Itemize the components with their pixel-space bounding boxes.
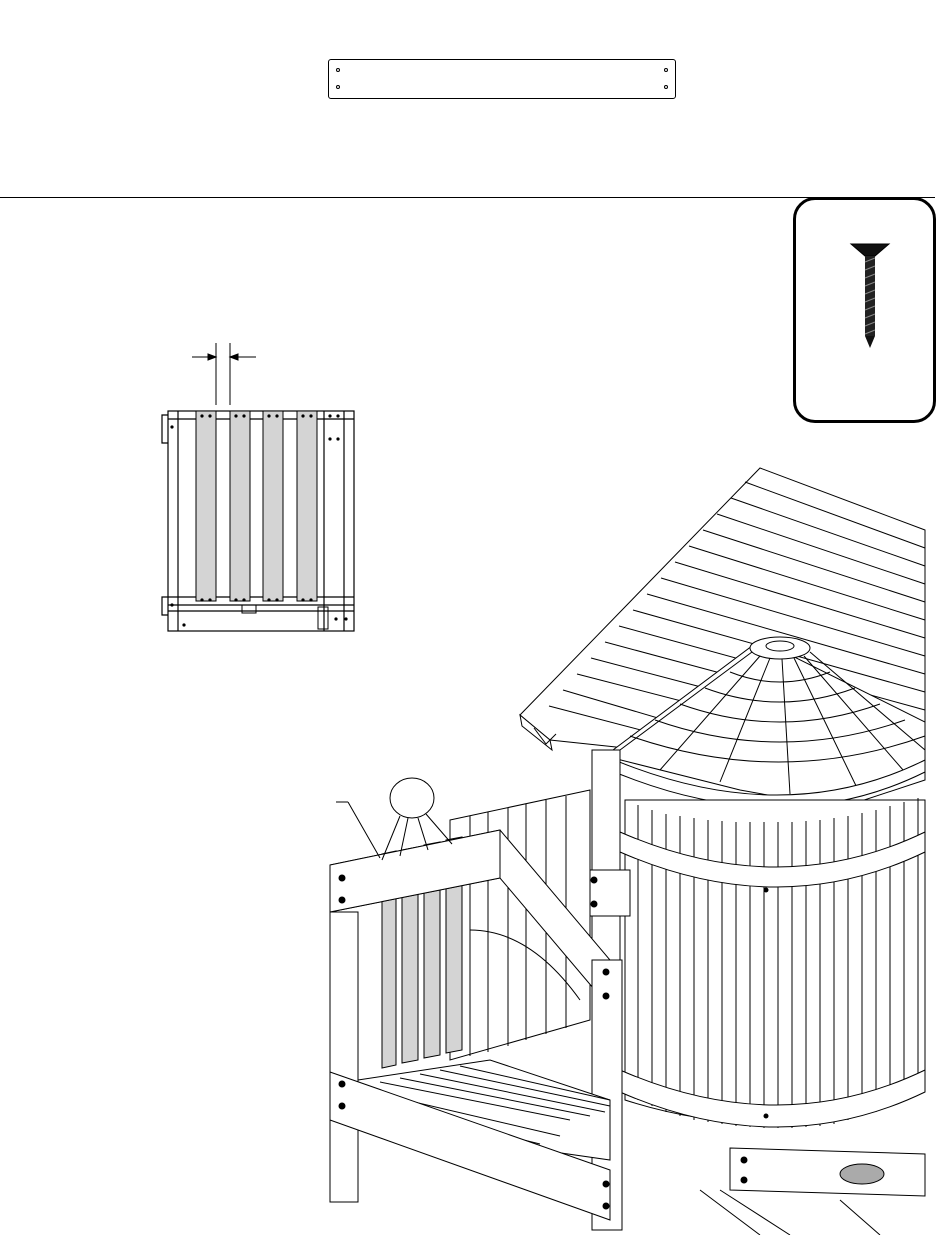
slat — [196, 411, 216, 601]
turret-wall — [620, 798, 925, 1128]
lower-beam — [700, 1148, 925, 1235]
board-hole — [336, 85, 340, 89]
board-hole — [664, 68, 668, 72]
slat — [230, 411, 250, 601]
board-hole — [336, 68, 340, 72]
playset-assembly — [320, 460, 930, 1235]
spacing-dimension — [192, 343, 256, 405]
board-part — [328, 59, 676, 99]
section-divider — [0, 197, 935, 198]
board-hole — [664, 85, 668, 89]
screw-icon — [796, 200, 933, 420]
deck-floor — [330, 1060, 610, 1220]
hardware-callout — [793, 197, 936, 423]
left-post — [330, 912, 358, 1202]
slat — [263, 411, 283, 601]
slat — [297, 411, 317, 601]
